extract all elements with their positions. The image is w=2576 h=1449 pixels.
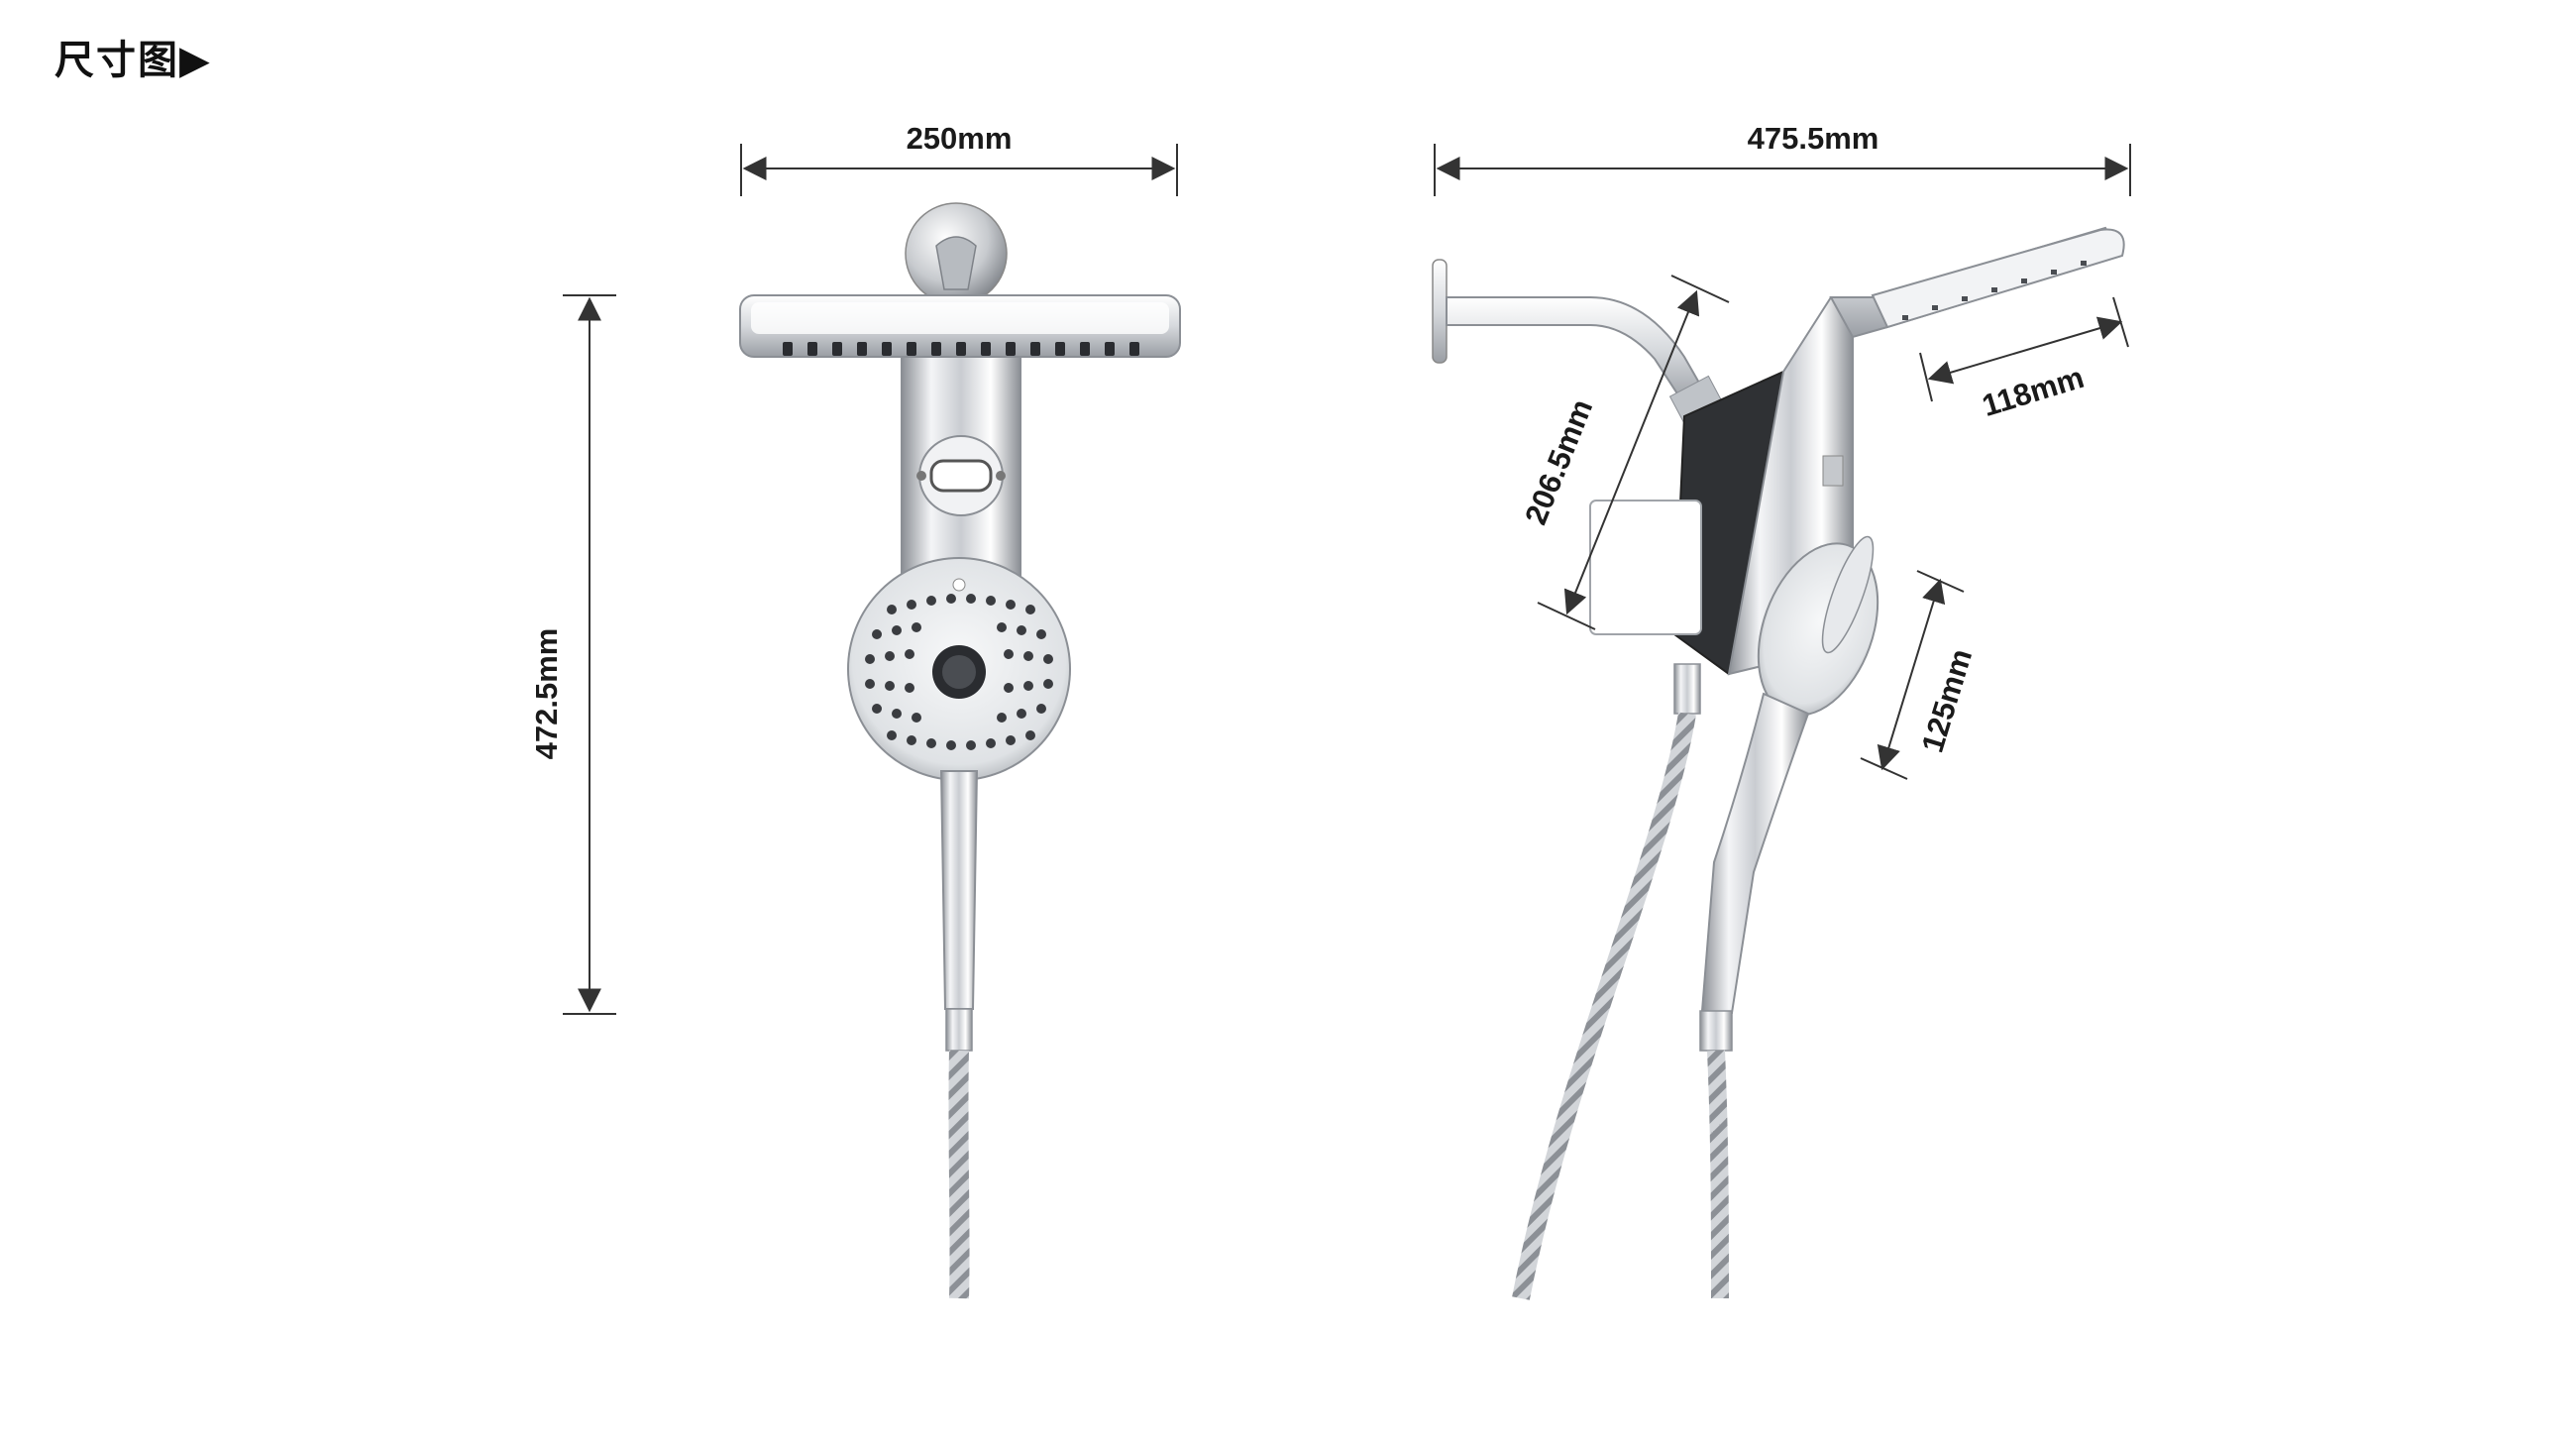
front-handheld-head [847, 557, 1071, 781]
side-width-dimension: 475.5mm [1434, 121, 2131, 196]
front-handle [939, 770, 979, 1052]
side-head-label: 118mm [1979, 360, 2089, 423]
side-view: 475.5mm [1432, 121, 2131, 1300]
front-width-label: 250mm [907, 121, 1013, 156]
front-view: 250mm 472.5mm [529, 121, 1181, 1299]
front-rain-head [739, 294, 1181, 358]
side-rain-head [1829, 226, 2125, 339]
side-arm-label: 206.5mm [1518, 394, 1599, 529]
front-height-dimension: 472.5mm [529, 294, 616, 1015]
side-head-dimension: 118mm [1919, 296, 2129, 423]
side-handheld [1699, 535, 1879, 1052]
front-width-dimension: 250mm [740, 121, 1178, 196]
front-height-label: 472.5mm [529, 628, 564, 760]
front-body [901, 356, 1021, 581]
side-shower-arm [1432, 259, 1724, 424]
side-handheld-label: 125mm [1915, 645, 1980, 756]
side-hoses [1512, 663, 1729, 1300]
page-title: 尺寸图▶ [54, 38, 212, 83]
front-wall-ball [905, 202, 1008, 305]
front-hose [948, 1050, 970, 1299]
side-width-label: 475.5mm [1748, 121, 1879, 156]
